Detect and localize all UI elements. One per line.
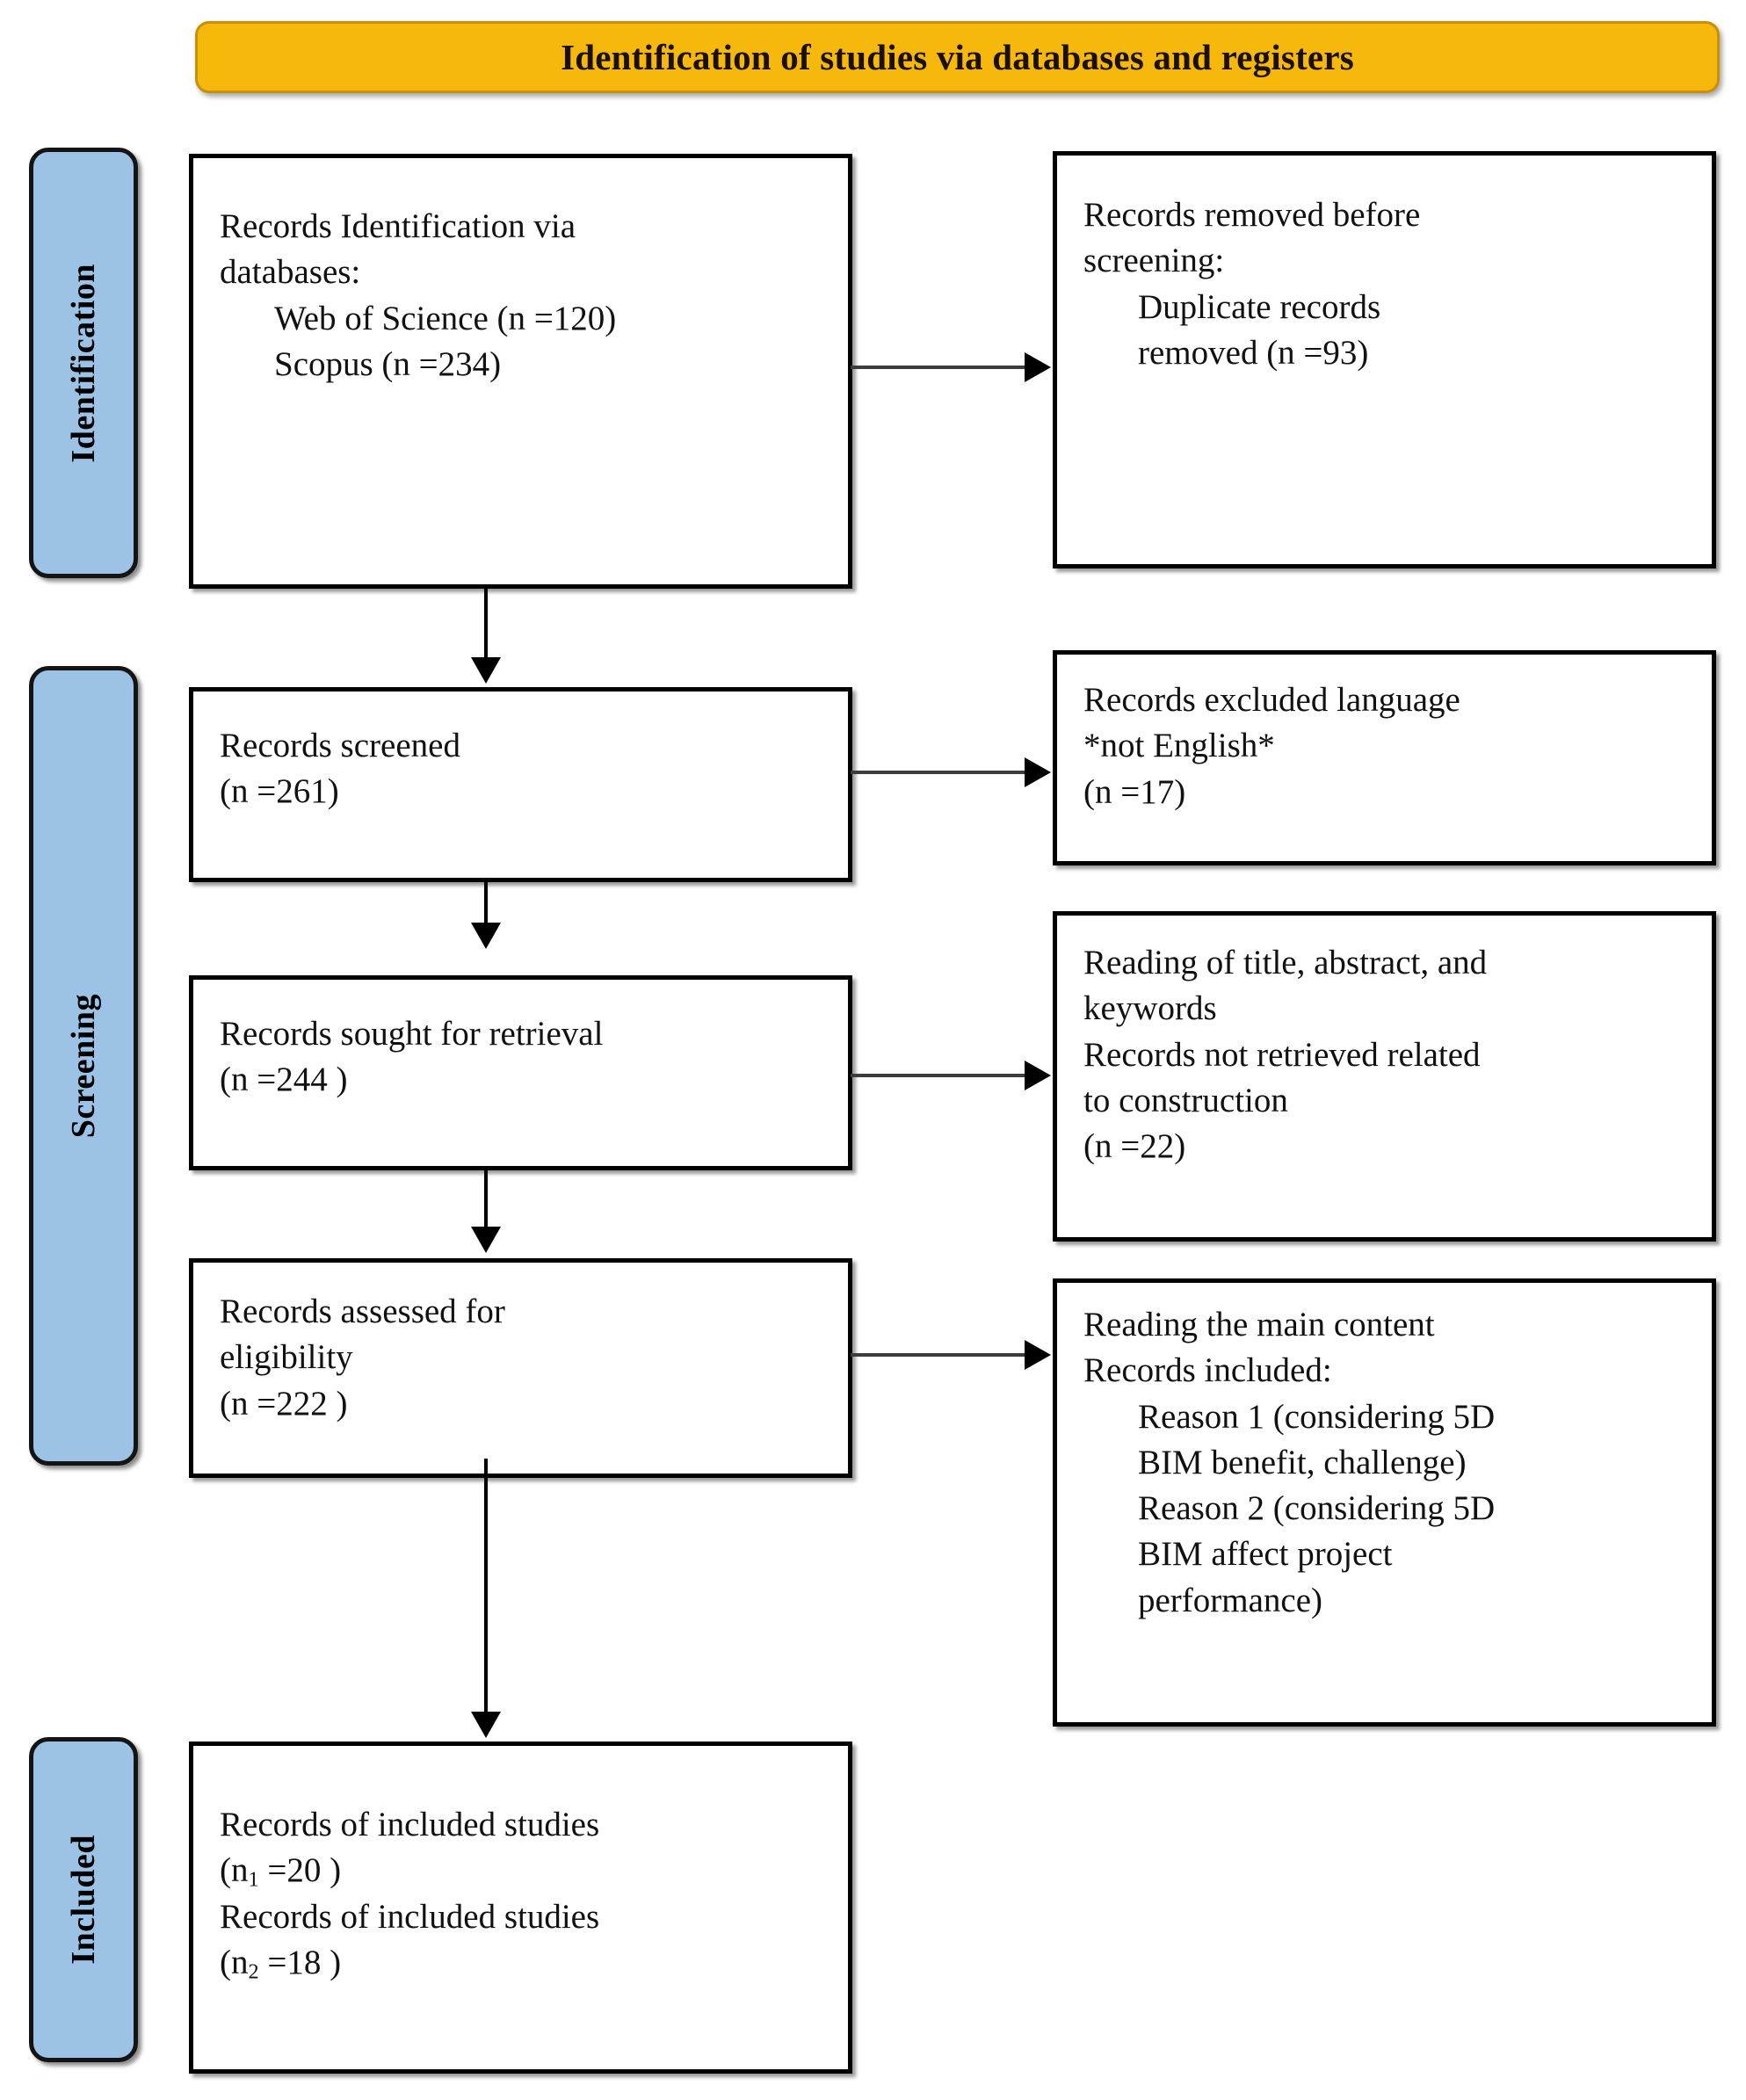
node-records-included-line-1: Records of included studies (220, 1806, 600, 1843)
node-records-identification: Records Identification via databases: We… (189, 154, 852, 589)
node-reading-main-content-line-7: performance) (1138, 1581, 1323, 1619)
node-records-included-line-2: (n1 =20 ) (220, 1848, 832, 1894)
n2-subscript: 2 (248, 1959, 259, 1984)
node-records-identification-line-4: Scopus (n =234) (274, 344, 502, 383)
n2-suffix: =18 ) (258, 1944, 342, 1982)
node-records-included-line-3: Records of included studies (220, 1897, 600, 1936)
node-records-sought-line-2: (n =244 ) (220, 1061, 348, 1099)
node-records-not-retrieved-line-5: (n =22) (1083, 1127, 1186, 1165)
edge-sought-to-assessed-arrowhead (471, 1227, 501, 1253)
node-records-assessed-line-1: Records assessed for (220, 1293, 505, 1330)
node-records-screened: Records screened (n =261) (189, 687, 852, 882)
edge-sought-to-not-retrieved-line (851, 1074, 1026, 1077)
edge-sought-to-assessed-line (484, 1170, 488, 1230)
edge-sought-to-not-retrieved-arrowhead (1025, 1061, 1051, 1090)
stage-label-screening: Screening (29, 666, 138, 1466)
node-records-removed-line-3: Duplicate records (1138, 287, 1381, 326)
node-records-not-retrieved-line-2: keywords (1083, 989, 1217, 1028)
edge-assessed-to-included-line (484, 1459, 488, 1715)
n2-prefix: (n (220, 1944, 249, 1982)
edge-identification-to-removed-line (851, 366, 1026, 369)
edge-assessed-to-main-content-arrowhead (1025, 1340, 1051, 1370)
stage-label-identification-text: Identification (65, 263, 102, 463)
node-records-not-retrieved-line-1: Reading of title, abstract, and (1083, 944, 1488, 981)
edge-screened-to-excluded-language-arrowhead (1025, 757, 1051, 787)
edge-identification-to-removed-arrowhead (1025, 352, 1051, 382)
n1-suffix: =20 ) (258, 1851, 342, 1890)
diagram-title: Identification of studies via databases … (561, 37, 1354, 77)
node-records-excluded-language-line-1: Records excluded language (1083, 681, 1460, 719)
diagram-header-banner: Identification of studies via databases … (195, 21, 1720, 93)
node-records-screened-line-1: Records screened (220, 727, 460, 764)
node-records-included-studies: Records of included studies (n1 =20 ) Re… (189, 1742, 852, 2074)
stage-label-screening-text: Screening (65, 993, 102, 1139)
node-records-screened-line-2: (n =261) (220, 772, 339, 811)
edge-identification-to-screened-arrowhead (471, 657, 501, 684)
node-records-identification-line-1: Records Identification via (220, 207, 576, 245)
node-records-not-retrieved-line-4: to construction (1083, 1081, 1288, 1119)
edge-screened-to-sought-line (484, 882, 488, 926)
node-records-sought-line-1: Records sought for retrieval (220, 1015, 604, 1053)
edge-screened-to-sought-arrowhead (471, 923, 501, 949)
node-records-not-retrieved: Reading of title, abstract, and keywords… (1053, 911, 1716, 1242)
n1-subscript: 1 (248, 1867, 259, 1892)
edge-assessed-to-main-content-line (851, 1353, 1026, 1357)
node-records-assessed-line-2: eligibility (220, 1338, 353, 1377)
node-records-identification-line-3: Web of Science (n =120) (274, 299, 617, 337)
node-records-removed-line-4: removed (n =93) (1138, 333, 1369, 372)
n1-prefix: (n (220, 1851, 249, 1890)
node-records-excluded-language-line-3: (n =17) (1083, 772, 1186, 811)
node-records-removed: Records removed before screening: Duplic… (1053, 151, 1716, 568)
node-records-assessed-line-3: (n =222 ) (220, 1384, 348, 1423)
node-reading-main-content-line-1: Reading the main content (1083, 1306, 1435, 1343)
edge-assessed-to-included-arrowhead (471, 1712, 501, 1738)
stage-label-included: Included (29, 1737, 138, 2062)
node-reading-main-content-line-2: Records included: (1083, 1351, 1332, 1390)
node-records-removed-line-1: Records removed before (1083, 196, 1421, 234)
node-records-excluded-language-line-2: *not English* (1083, 727, 1275, 765)
edge-screened-to-excluded-language-line (851, 771, 1026, 774)
node-reading-main-content: Reading the main content Records include… (1053, 1278, 1716, 1727)
edge-identification-to-screened-line (484, 589, 488, 661)
node-records-identification-line-2: databases: (220, 253, 361, 292)
node-reading-main-content-line-5: Reason 2 (considering 5D (1138, 1489, 1496, 1527)
node-records-included-line-4: (n2 =18 ) (220, 1940, 832, 1987)
node-reading-main-content-line-4: BIM benefit, challenge) (1138, 1443, 1467, 1481)
node-records-removed-line-2: screening: (1083, 242, 1225, 280)
node-reading-main-content-line-6: BIM affect project (1138, 1535, 1393, 1574)
node-records-sought-for-retrieval: Records sought for retrieval (n =244 ) (189, 975, 852, 1170)
stage-label-included-text: Included (65, 1835, 102, 1965)
node-records-excluded-language: Records excluded language *not English* … (1053, 650, 1716, 865)
node-reading-main-content-line-3: Reason 1 (considering 5D (1138, 1397, 1496, 1436)
node-records-assessed-for-eligibility: Records assessed for eligibility (n =222… (189, 1258, 852, 1478)
node-records-not-retrieved-line-3: Records not retrieved related (1083, 1035, 1481, 1074)
stage-label-identification: Identification (29, 148, 138, 578)
